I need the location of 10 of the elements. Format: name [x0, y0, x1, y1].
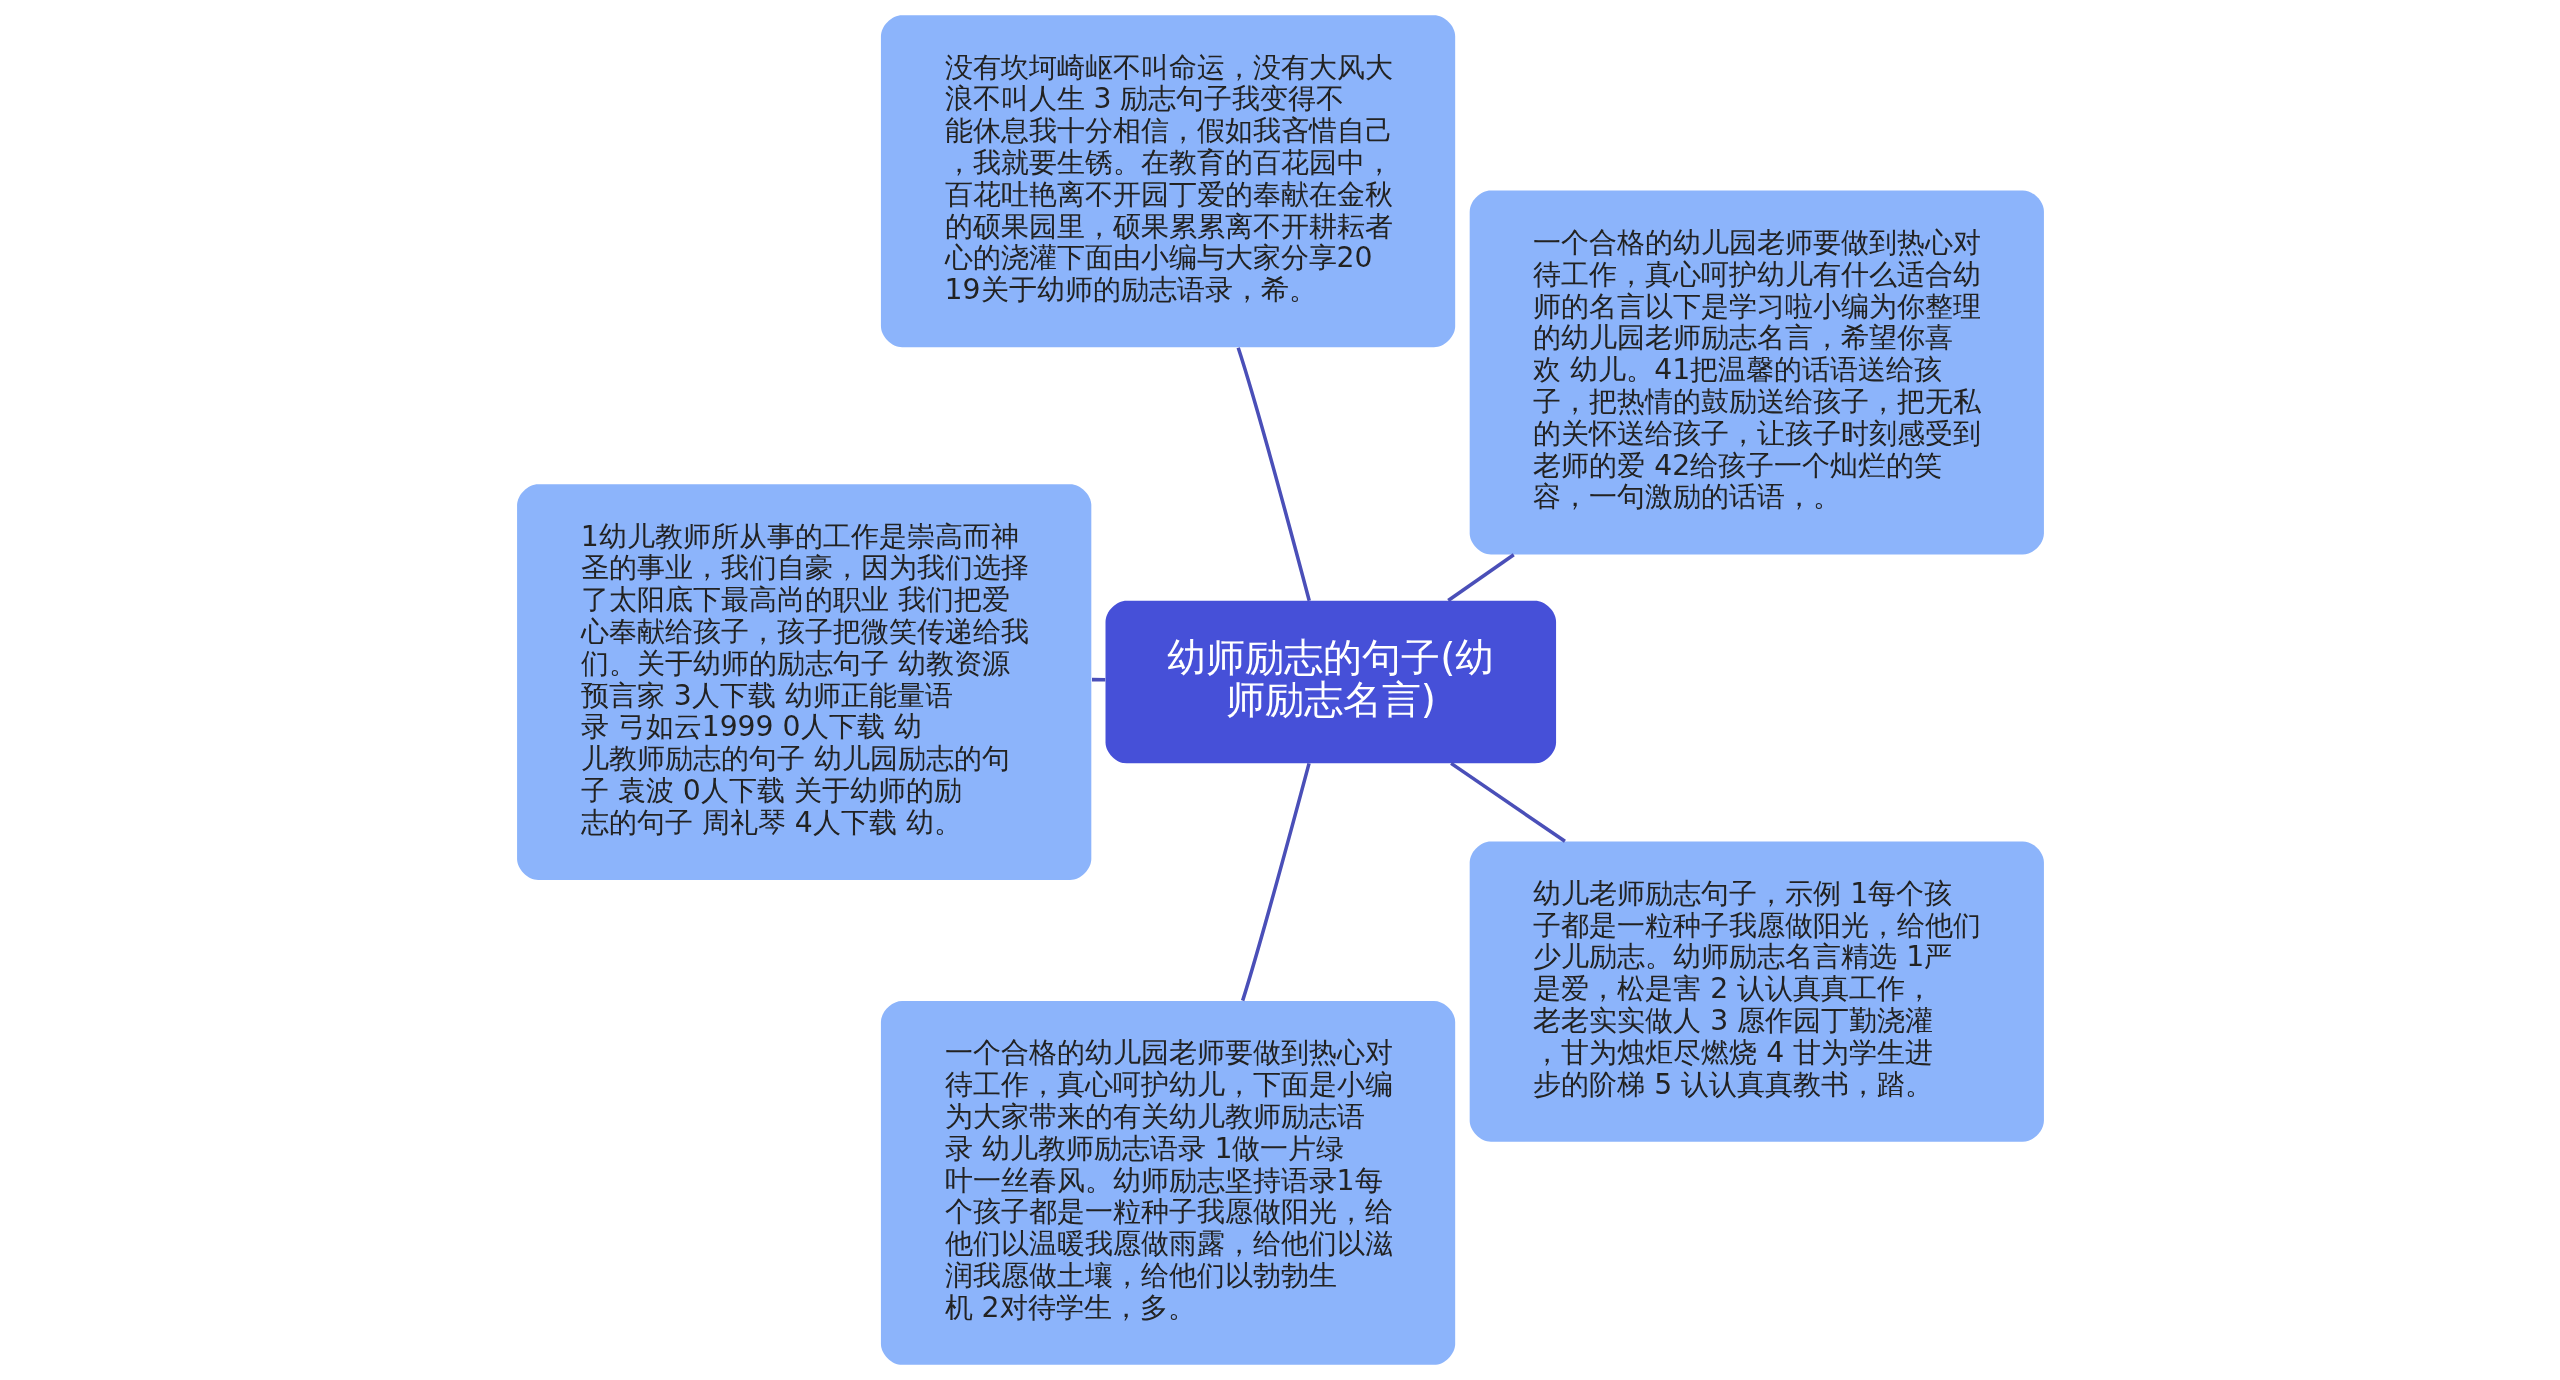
node-box: 1幼儿教师所从事的工作是崇高而神圣的事业，我们自豪，因为我们选择了太阳底下最高尚的职业 我们把爱心奉献给孩子，孩子把微笑传递给我们。关于幼师的励志句子 幼教资源预言家 3人下载 幼师正能量语录 弓如云1999 0人下载 幼儿教师励志的句子 幼儿园励志的句子 袁波 0人下载 关于幼师的励志的句子 周礼琴 4人下载 幼。	[516, 484, 1091, 880]
node-box: 一个合格的幼儿园老师要做到热心对待工作，真心呵护幼儿有什么适合幼师的名言以下是学习啦小编为你整理的幼儿园老师励志名言，希望你喜欢 幼儿。41把温馨的话语送给孩子，把热情的鼓励送给孩子，把无私的关怀送给孩子，让孩子时刻感受到老师的爱 42给孩子一个灿烂的笑容，一句激励的话语，。	[1469, 190, 2044, 555]
connector	[1236, 347, 1311, 602]
connector	[1449, 761, 1566, 843]
node-box: 一个合格的幼儿园老师要做到热心对待工作，真心呵护幼儿，下面是小编为大家带来的有关幼儿教师励志语录 幼儿教师励志语录 1做一片绿叶一丝春风。幼师励志坚持语录1每个孩子都是一粒种子我愿做阳光，给他们以温暖我愿做雨露，给他们以滋润我愿做土壤，给他们以勃勃生机 2对待学生，多。	[880, 1000, 1455, 1365]
connector	[1446, 553, 1515, 602]
node-box: 没有坎坷崎岖不叫命运，没有大风大浪不叫人生 3 励志句子我变得不能休息我十分相信，假如我吝惜自己，我就要生锈。在教育的百花园中，百花吐艳离不开园丁爱的奉献在金秋的硕果园里，硕果累累离不开耕耘者心的浇灌下面由小编与大家分享2019关于幼师的励志语录，希。	[880, 15, 1455, 348]
node-box: 幼师励志的句子(幼师励志名言)	[1105, 600, 1556, 764]
connector	[1240, 762, 1311, 1002]
node-box: 幼儿老师励志句子，示例 1每个孩子都是一粒种子我愿做阳光，给他们少儿励志。幼师励志名言精选 1严是爱，松是害 2 认认真真工作，老老实实做人 3 愿作园丁勤浇灌，甘为烛炬尽燃烧 4 甘为学生进步的阶梯 5 认认真真教书，踏。	[1469, 841, 2044, 1142]
